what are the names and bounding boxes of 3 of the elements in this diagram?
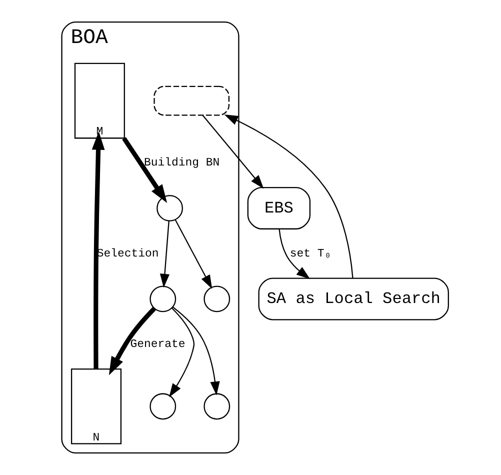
edge-label: Generate — [130, 338, 186, 352]
edge-label: set T₀ — [290, 247, 332, 260]
edge-label: Building BN — [144, 156, 220, 170]
